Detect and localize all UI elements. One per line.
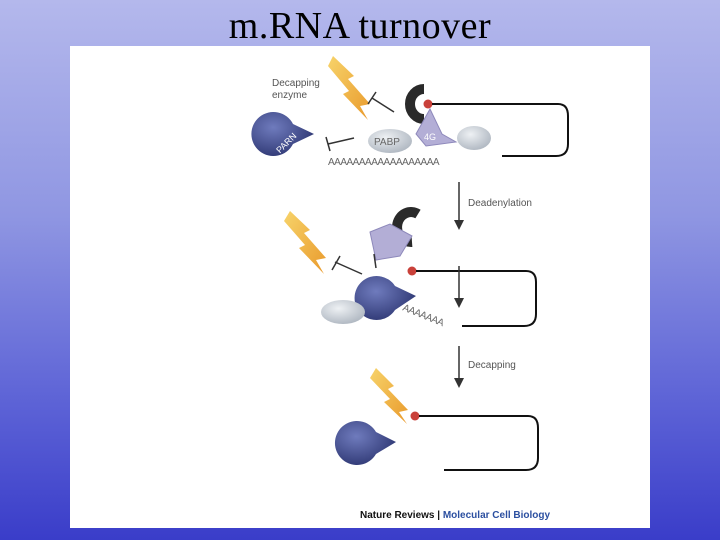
inhibition-line-4g xyxy=(373,253,377,269)
cap-dot-icon xyxy=(423,99,433,109)
svg-text:Nature Reviews | Molecular Cel: Nature Reviews | Molecular Cell Biology xyxy=(360,510,551,521)
inhibition-bar-parn xyxy=(325,136,331,152)
parn-enzyme-icon xyxy=(251,112,314,156)
inhibition-line-decapping-2 xyxy=(334,261,363,275)
cap-dot-icon-2 xyxy=(407,266,417,276)
eif4g-factor-icon xyxy=(415,107,458,147)
slide-title: m.RNA turnover xyxy=(228,5,492,47)
inhibition-bar-decapping xyxy=(367,91,377,105)
eif4e-cap-icon xyxy=(405,84,425,124)
step1-arrowhead-icon xyxy=(454,220,464,230)
step2-label: Decapping xyxy=(468,360,516,371)
decapping-enzyme-label-1: Decapping xyxy=(272,78,320,89)
mrna-loop-2 xyxy=(416,270,537,327)
parn-enzyme-icon-3 xyxy=(334,421,396,466)
step2-arrowhead-icon xyxy=(454,378,464,388)
decapping-enzyme-lightning-icon-2 xyxy=(284,211,326,274)
inhibition-line-decapping xyxy=(371,97,395,113)
polya-tail-short: AAAAAAA xyxy=(401,303,446,330)
step1-label: Deadenylation xyxy=(468,198,532,209)
factor-oval-icon xyxy=(457,126,491,150)
panel-deadenylated: AAAAAAA xyxy=(284,207,537,330)
cap-dot-icon-3 xyxy=(410,411,420,421)
decapping-enzyme-label-2: enzyme xyxy=(272,90,307,101)
figure-credit: Nature Reviews | Molecular Cell Biology xyxy=(360,510,551,521)
panel-intact-mrna: Decapping enzyme 4E 4G PABP AAAAAAAAAAAA… xyxy=(251,56,569,168)
credit-section: Molecular Cell Biology xyxy=(443,510,551,521)
internal-arrowhead-icon xyxy=(454,298,464,308)
inhibition-line-parn xyxy=(327,137,355,145)
credit-journal: Nature Reviews xyxy=(360,510,435,521)
mrna-loop-3 xyxy=(419,415,539,471)
inhibition-bar-decapping-2 xyxy=(331,255,341,271)
cap-4g-label: 4G xyxy=(424,132,436,142)
pabp-label: PABP xyxy=(374,137,400,148)
parn-enzyme-icon-2 xyxy=(354,276,416,321)
pabp-oval-icon-2 xyxy=(321,300,365,324)
polya-tail-long: AAAAAAAAAAAAAAAAAA xyxy=(328,157,440,168)
decapping-enzyme-lightning-icon xyxy=(328,56,370,120)
credit-separator: | xyxy=(434,510,442,521)
figure-canvas: Decapping enzyme 4E 4G PABP AAAAAAAAAAAA… xyxy=(251,56,569,521)
mrna-loop xyxy=(432,103,569,157)
eif4g-factor-icon-2 xyxy=(369,223,413,261)
pabp-oval-icon xyxy=(368,129,412,153)
mrna-turnover-figure: Decapping enzyme 4E 4G PABP AAAAAAAAAAAA… xyxy=(70,46,650,528)
decapping-enzyme-lightning-icon-3 xyxy=(370,368,408,424)
panel-decapped xyxy=(334,368,539,471)
